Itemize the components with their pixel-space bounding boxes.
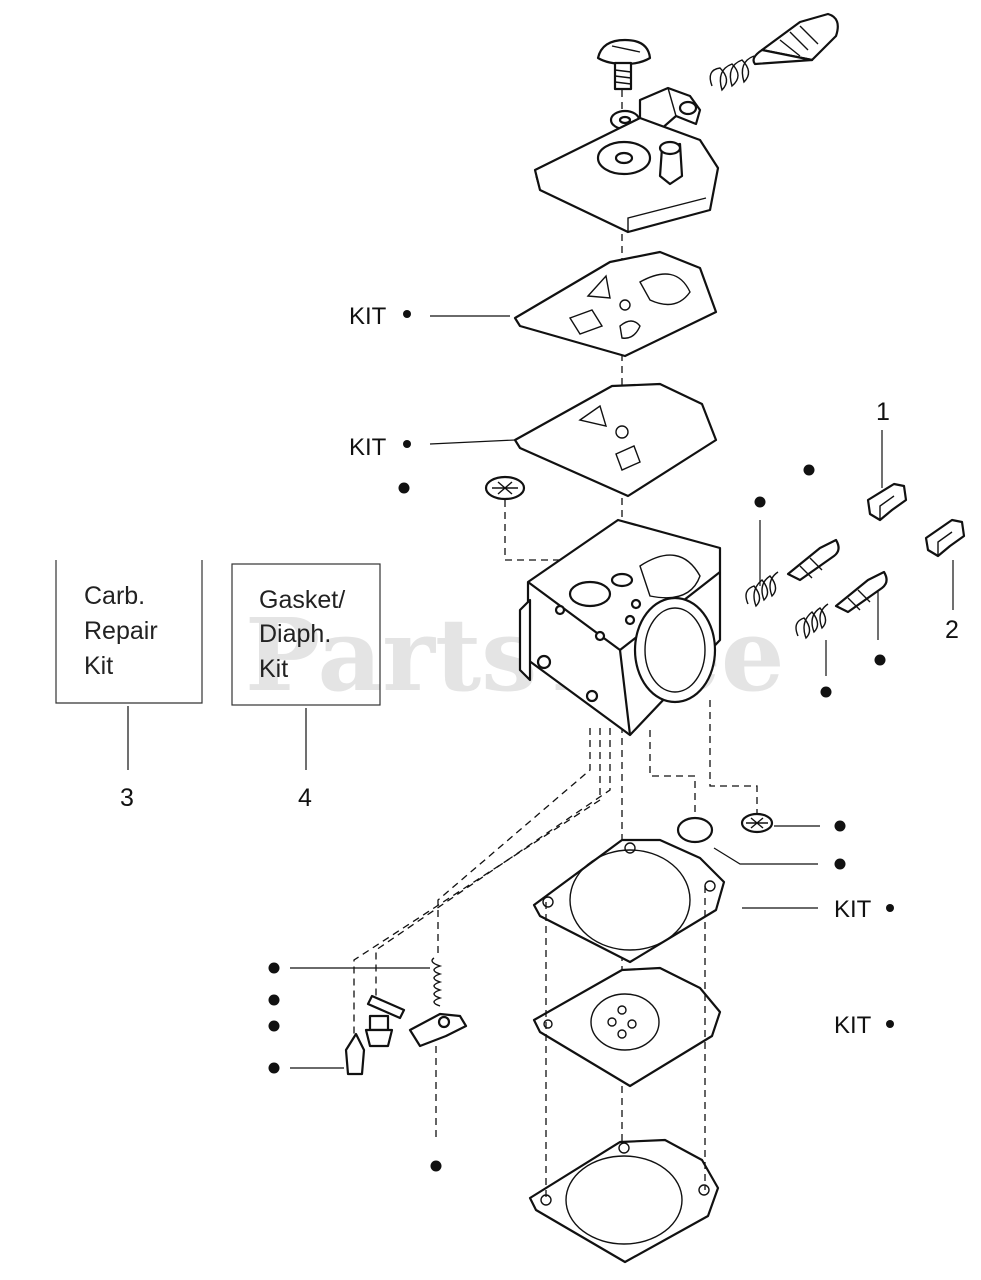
metering-diaphragm xyxy=(532,966,722,1088)
kit-label-pump-diaphragm: KIT xyxy=(349,434,387,461)
metering-spring xyxy=(431,957,443,1007)
low-speed-needle xyxy=(786,538,840,582)
pump-gasket xyxy=(513,250,718,358)
callout-1: 1 xyxy=(876,398,890,426)
welch-plug xyxy=(676,816,714,844)
svg-text:Kit: Kit xyxy=(84,652,113,680)
svg-text:Repair: Repair xyxy=(84,617,158,645)
svg-text:Diaph.: Diaph. xyxy=(259,620,331,648)
kit-label-metering-diaphragm: KIT xyxy=(834,1012,872,1039)
carburetor-body xyxy=(518,518,722,737)
metering-cover xyxy=(528,1138,720,1264)
limiter-cap-2 xyxy=(924,518,966,558)
svg-text:Carb.: Carb. xyxy=(84,582,145,610)
pump-diaphragm xyxy=(513,382,718,498)
high-speed-spring xyxy=(795,603,829,640)
inlet-screen xyxy=(484,475,526,501)
adjusting-needle xyxy=(752,12,839,66)
pump-cover xyxy=(533,116,720,234)
carb-repair-kit-box: Carb. Repair Kit xyxy=(55,560,203,704)
metering-gasket xyxy=(532,838,726,964)
low-speed-spring xyxy=(745,571,779,608)
needle-spring xyxy=(709,55,755,92)
small-screen xyxy=(740,812,774,834)
svg-text:Kit: Kit xyxy=(259,655,288,683)
metering-lever xyxy=(408,1012,468,1048)
callout-2: 2 xyxy=(945,616,959,644)
inlet-needle xyxy=(344,1032,366,1076)
kit-label-pump-gasket: KIT xyxy=(349,303,387,330)
svg-text:Gasket/: Gasket/ xyxy=(259,586,345,614)
lever-pin xyxy=(366,994,406,1020)
callout-4: 4 xyxy=(298,784,312,812)
throttle-lever xyxy=(638,86,702,132)
kit-label-metering-gasket: KIT xyxy=(834,896,872,923)
top-cover-screw xyxy=(596,38,652,91)
high-speed-needle xyxy=(834,570,888,614)
limiter-cap-1 xyxy=(866,482,908,522)
callout-3: 3 xyxy=(120,784,134,812)
gasket-diaph-kit-box: Gasket/ Diaph. Kit xyxy=(231,563,381,706)
lever-screw xyxy=(364,1014,394,1048)
